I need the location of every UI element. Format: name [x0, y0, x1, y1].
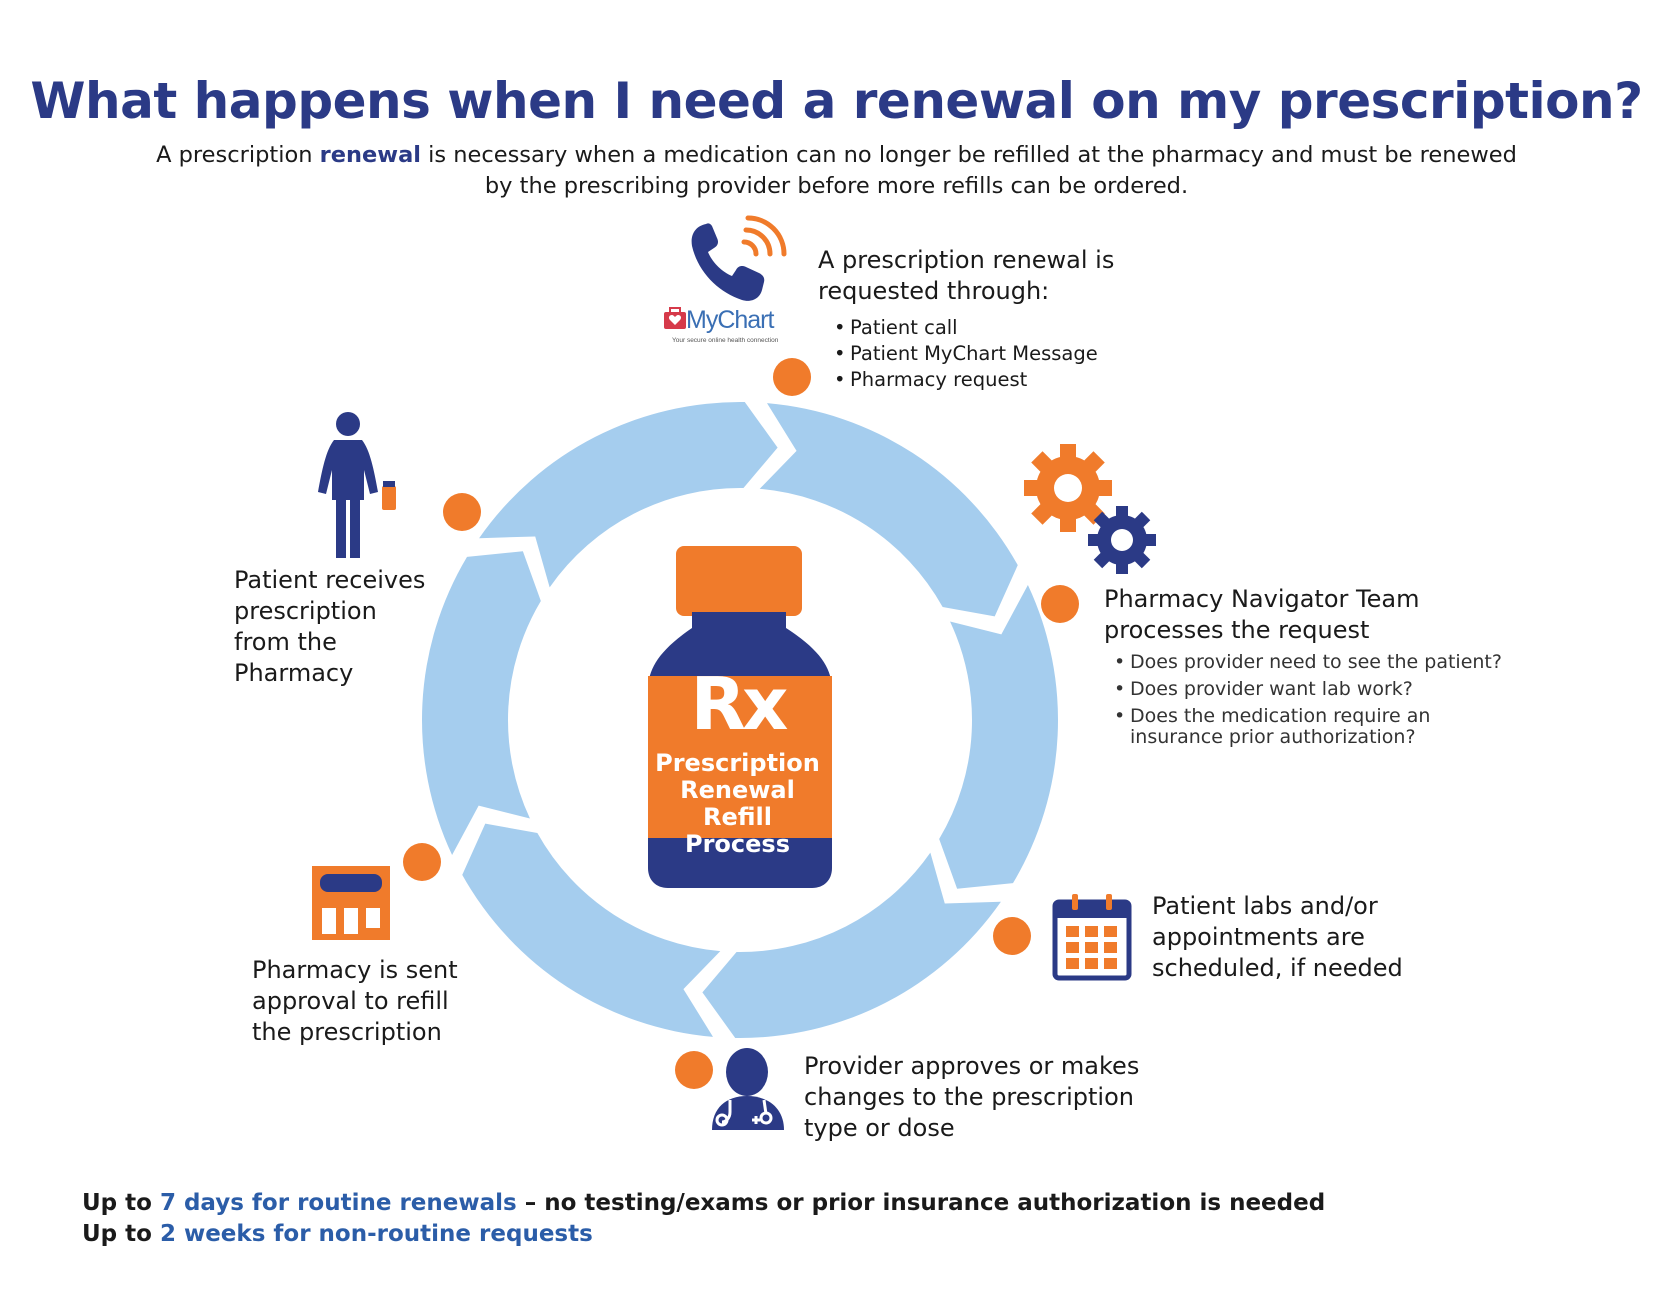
process-ring	[422, 402, 1058, 1038]
subtitle-highlight: renewal	[319, 142, 421, 168]
step-dot-patient	[443, 493, 481, 531]
footer-line-nonroutine: Up to 2 weeks for non-routine requests	[82, 1219, 1325, 1250]
title-line: the prescription	[252, 1018, 442, 1046]
title-line: appointments are	[1152, 923, 1365, 951]
phone-icon	[691, 215, 787, 301]
mychart-brand: MyChart	[686, 306, 774, 334]
list-item: Patient call	[832, 315, 1114, 341]
step-request-bullets: Patient call Patient MyChart Message Pha…	[832, 315, 1114, 393]
footer-text: Up to	[82, 1221, 160, 1247]
step-dot-labs	[993, 917, 1031, 955]
gears-icon	[1024, 444, 1156, 574]
ring-segment	[462, 823, 721, 1037]
title-line: Patient labs and/or	[1152, 892, 1378, 920]
title-line: processes the request	[1104, 616, 1370, 644]
title-line: approval to refill	[252, 987, 449, 1015]
step-pharmacy: Pharmacy is sent approval to refill the …	[252, 955, 458, 1048]
subtitle-text-before: A prescription	[156, 142, 320, 168]
ring-segment	[702, 852, 1001, 1038]
title-line: Provider approves or makes	[804, 1052, 1140, 1080]
title-line: changes to the prescription	[804, 1083, 1134, 1111]
list-item: Pharmacy request	[832, 367, 1114, 393]
title-line: Patient receives	[234, 566, 426, 594]
footer-text: Up to	[82, 1190, 160, 1216]
step-labs: Patient labs and/or appointments are sch…	[1152, 891, 1403, 984]
step-navigator-title: Pharmacy Navigator Team processes the re…	[1104, 584, 1512, 646]
step-request-title: A prescription renewal is requested thro…	[818, 245, 1114, 307]
page-title: What happens when I need a renewal on my…	[30, 72, 1643, 130]
footer-text: – no testing/exams or prior insurance au…	[516, 1190, 1326, 1216]
title-line: Pharmacy Navigator Team	[1104, 585, 1420, 613]
footer-highlight: 7 days for routine renewals	[159, 1190, 517, 1216]
ring-segment	[759, 403, 1018, 617]
title-line: requested through:	[818, 277, 1050, 305]
title-line: Pharmacy	[234, 659, 354, 687]
step-navigator-bullets: Does provider need to see the patient? D…	[1112, 652, 1512, 748]
bottle-label-line: Prescription	[655, 749, 820, 777]
ring-segment	[479, 402, 778, 588]
bottle-label-line: Process	[685, 830, 790, 858]
title-line: scheduled, if needed	[1152, 954, 1403, 982]
subtitle-text-after: is necessary when a medication can no lo…	[420, 142, 1517, 199]
rx-symbol: Rx	[690, 662, 789, 746]
title-line: prescription	[234, 597, 377, 625]
step-dot-navigator	[1041, 585, 1079, 623]
pharmacy-icon	[312, 866, 390, 940]
ring-segment	[422, 551, 541, 856]
list-item: Does the medication require an insurance…	[1112, 706, 1512, 748]
calendar-icon	[1052, 894, 1132, 981]
doctor-icon	[712, 1048, 784, 1130]
step-dot-provider	[675, 1051, 713, 1089]
title-line: type or dose	[804, 1114, 955, 1142]
list-item: Does provider want lab work?	[1112, 679, 1512, 701]
title-line: A prescription renewal is	[818, 246, 1115, 274]
mychart-logo	[664, 307, 686, 329]
patient-icon	[318, 412, 396, 558]
step-request: A prescription renewal is requested thro…	[818, 245, 1114, 393]
title-line: Pharmacy is sent	[252, 956, 458, 984]
step-dot-pharmacy	[403, 843, 441, 881]
step-navigator: Pharmacy Navigator Team processes the re…	[1104, 584, 1512, 754]
footer-notes: Up to 7 days for routine renewals – no t…	[82, 1188, 1325, 1250]
rx-bottle	[648, 546, 832, 888]
step-dot-request	[773, 358, 811, 396]
footer-highlight: 2 weeks for non-routine requests	[159, 1221, 593, 1247]
page-subtitle: A prescription renewal is necessary when…	[150, 140, 1523, 202]
bottle-label: Prescription Renewal Refill Process	[645, 750, 830, 858]
step-provider: Provider approves or makes changes to th…	[804, 1051, 1139, 1144]
footer-line-routine: Up to 7 days for routine renewals – no t…	[82, 1188, 1325, 1219]
ring-segment	[939, 584, 1058, 889]
list-item: Does provider need to see the patient?	[1112, 652, 1512, 674]
bottle-label-line: Renewal Refill	[680, 776, 795, 831]
step-patient: Patient receives prescription from the P…	[234, 565, 425, 689]
list-item: Patient MyChart Message	[832, 341, 1114, 367]
title-line: from the	[234, 628, 337, 656]
mychart-tagline: Your secure online health connection	[672, 337, 779, 344]
